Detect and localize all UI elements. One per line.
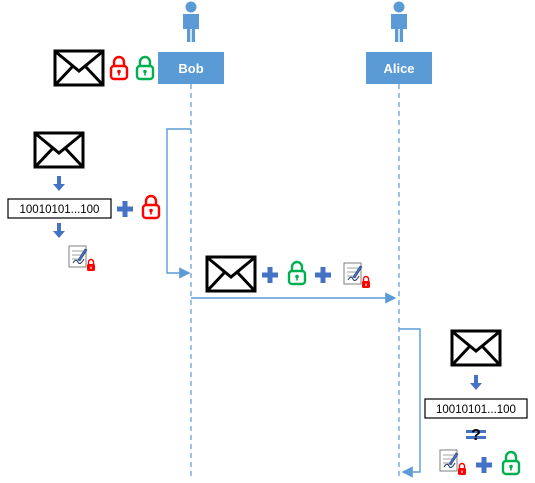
envelope-icon-message <box>33 131 85 169</box>
signed-document-icon <box>68 245 96 272</box>
green-lock-icon <box>501 450 521 476</box>
actor-alice-label: Alice <box>383 61 414 76</box>
envelope-icon-sent <box>205 255 257 293</box>
hash-value-bob: 10010101...100 <box>20 204 100 216</box>
signed-document-icon <box>439 449 467 476</box>
envelope-icon-keys <box>53 49 105 87</box>
plus-icon <box>476 457 492 473</box>
bob-self-loop-arrow <box>166 128 191 279</box>
down-arrow-icon <box>53 176 65 191</box>
equals-question-icon: ? <box>466 427 486 444</box>
signed-document-icon <box>343 262 371 289</box>
down-arrow-icon <box>470 375 482 390</box>
person-icon-bob <box>183 1 199 42</box>
hash-value-alice: 10010101...100 <box>436 404 516 416</box>
alice-self-loop-arrow <box>399 328 421 478</box>
hash-box-bob: 10010101...100 <box>7 198 112 219</box>
green-lock-icon <box>287 260 307 286</box>
plus-icon <box>262 267 278 283</box>
actor-bob: Bob <box>158 52 224 84</box>
plus-icon <box>117 201 133 217</box>
green-lock-icon <box>135 55 155 81</box>
down-arrow-icon <box>53 223 65 238</box>
question-mark: ? <box>471 427 481 444</box>
envelope-icon-received <box>450 329 502 367</box>
red-lock-icon <box>141 194 161 220</box>
person-icon-alice <box>391 1 407 42</box>
red-lock-icon <box>109 55 129 81</box>
hash-box-alice: 10010101...100 <box>424 398 528 419</box>
actor-bob-label: Bob <box>178 61 203 76</box>
actor-alice: Alice <box>366 52 432 84</box>
plus-icon <box>315 267 331 283</box>
